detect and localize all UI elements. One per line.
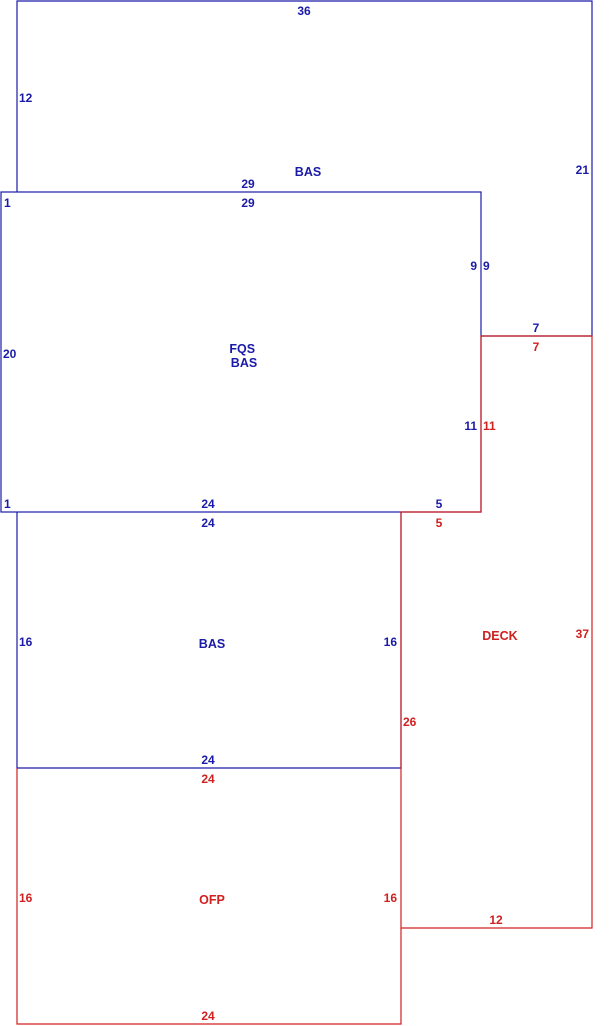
dimension-label: 37	[576, 627, 590, 641]
area-label-middle-bas: BAS	[199, 637, 225, 651]
dimension-label: 11	[464, 419, 477, 433]
dimension-label: 16	[384, 891, 398, 905]
blue-outlines	[0, 0, 593, 769]
area-labels: BAS FQS BAS BAS DECK OFP	[199, 165, 518, 907]
area-label-fqs-line: FQS	[229, 342, 255, 356]
area-label-deck-line: DECK	[482, 629, 517, 643]
area-label-fqs-bas: FQS BAS	[229, 342, 258, 370]
area-label-upper-bas: BAS	[295, 165, 321, 179]
dimension-label: 12	[19, 91, 33, 105]
dimension-label: 24	[201, 497, 215, 511]
dimension-labels: 36 12 21 29 29 1 9 9 7 7 20 11 11 1 24 5…	[3, 4, 589, 1023]
ofp-outline	[16, 768, 402, 1025]
area-label-ofp: OFP	[199, 893, 225, 907]
dimension-label: 16	[19, 891, 33, 905]
dimension-label: 7	[533, 321, 540, 335]
dimension-label: 24	[201, 772, 215, 786]
dimension-label: 36	[297, 4, 311, 18]
dimension-label: 5	[436, 497, 443, 511]
dimension-label: 16	[384, 635, 398, 649]
dimension-label: 9	[470, 259, 477, 273]
red-outlines	[16, 335, 593, 1025]
dimension-label: 7	[533, 340, 540, 354]
area-label-upper-bas-line: BAS	[295, 165, 321, 179]
dimension-label: 24	[201, 753, 215, 767]
area-label-bas-line: BAS	[231, 356, 257, 370]
dimension-label: 1	[4, 497, 11, 511]
dimension-label: 1	[4, 196, 11, 210]
area-label-middle-bas-line: BAS	[199, 637, 225, 651]
dimension-label: 21	[576, 163, 590, 177]
dimension-label: 12	[489, 913, 503, 927]
dimension-label: 29	[241, 177, 255, 191]
dimension-label: 9	[483, 259, 490, 273]
dimension-label: 16	[19, 635, 33, 649]
dimension-label: 26	[403, 715, 417, 729]
dimension-label: 5	[436, 516, 443, 530]
area-label-ofp-line: OFP	[199, 893, 225, 907]
dimension-label: 24	[201, 1009, 215, 1023]
dimension-label: 24	[201, 516, 215, 530]
area-label-deck: DECK	[482, 629, 517, 643]
dimension-label: 20	[3, 347, 17, 361]
dimension-label: 29	[241, 196, 255, 210]
dimension-label: 11	[483, 419, 496, 433]
